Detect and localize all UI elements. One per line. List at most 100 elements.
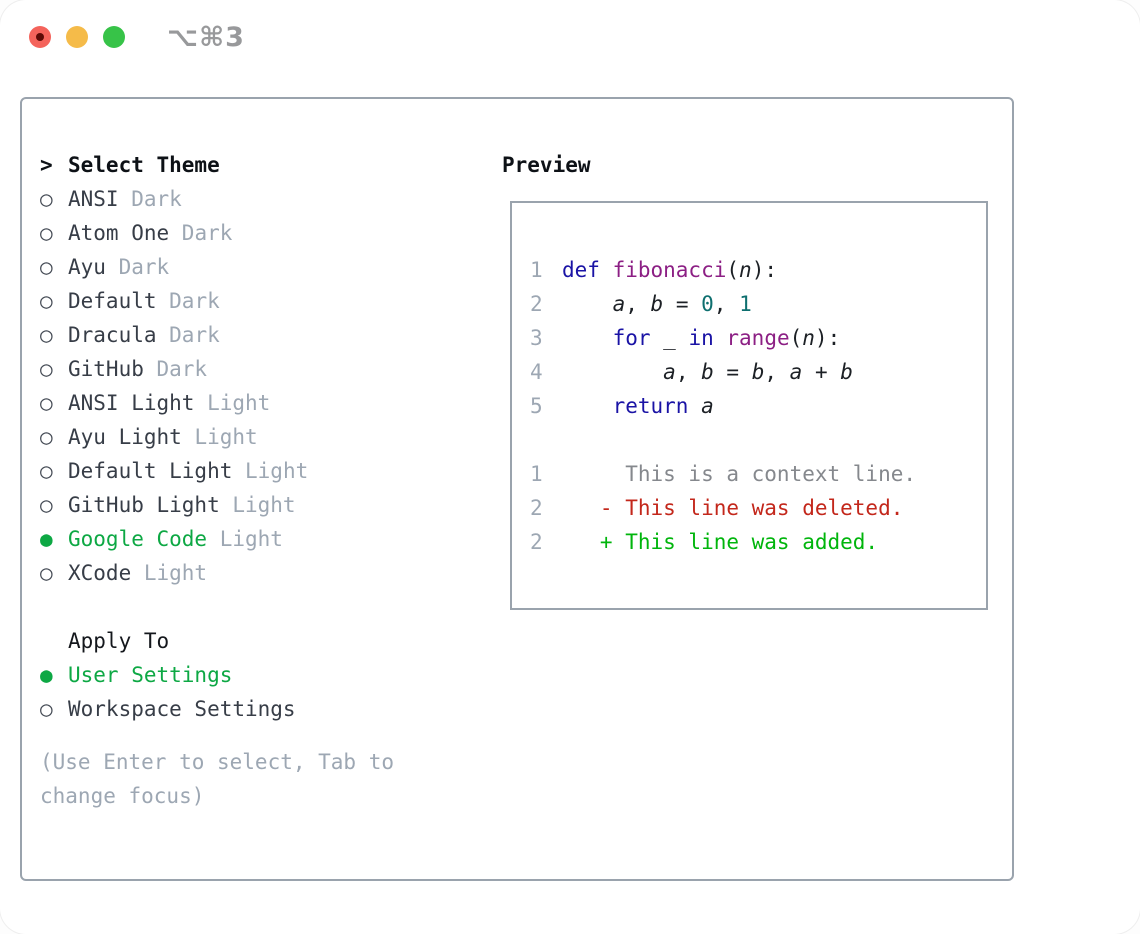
variant-label: Light — [131, 561, 208, 585]
variant-label: Light — [194, 391, 271, 415]
code-segment-pl: , — [625, 292, 651, 316]
code-segment-kw: in — [675, 326, 727, 350]
code-segment-va: n — [802, 326, 815, 350]
code-segment-va: b — [751, 360, 765, 384]
theme-option-default-light[interactable]: ○ Default Light Light — [40, 454, 308, 488]
radio-icon: ○ — [40, 425, 53, 449]
theme-option-ayu-light[interactable]: ○Ayu Light Light — [40, 420, 308, 454]
code-segment-va: a — [701, 394, 714, 418]
theme-option-atom-one[interactable]: ○ Atom One Dark — [40, 216, 308, 250]
code-segment-ctx: This is a context line. — [562, 462, 917, 486]
code-line: 2 - This line was deleted. — [530, 491, 986, 525]
code-segment-pl — [562, 360, 663, 384]
code-line: 5 return a — [530, 389, 986, 423]
radio-icon: ○ — [40, 459, 53, 483]
code-segment-pl: ): — [751, 258, 777, 282]
code-segment-lit: 1 — [739, 292, 752, 316]
code-segment-fn: fibonacci — [612, 258, 727, 282]
line-number: 1 — [530, 462, 543, 486]
close-dot-icon — [36, 33, 44, 41]
theme-option-ansi[interactable]: ○ANSI Dark — [40, 182, 308, 216]
radio-icon: ○ — [40, 289, 53, 313]
code-segment-kw: def — [562, 258, 613, 282]
bullet-spacer — [40, 624, 68, 658]
prompt-icon: > — [40, 153, 53, 177]
radio-icon: ○ — [40, 187, 53, 211]
theme-option-xcode[interactable]: ○XCode Light — [40, 556, 308, 590]
item-label: GitHub Light — [68, 493, 220, 517]
theme-option-ansi-light[interactable]: ○ ANSI Light Light — [40, 386, 308, 420]
variant-label: Light — [207, 527, 283, 551]
code-segment-va: a — [663, 360, 676, 384]
item-label: Workspace Settings — [68, 697, 296, 721]
item-label: User Settings — [68, 663, 233, 687]
select-theme-header: >Select Theme — [40, 148, 308, 182]
code-segment-del: - This line was deleted. — [562, 496, 904, 520]
line-number: 2 — [530, 292, 543, 316]
theme-list: >Select Theme○ANSI Dark○Atom One Dark○Ay… — [40, 148, 308, 726]
code-segment-va: a — [612, 292, 626, 316]
code-segment-add: + This line was added. — [562, 530, 879, 554]
item-label: Dracula — [68, 323, 157, 347]
radio-icon: ○ — [40, 323, 53, 347]
code-segment-pl: ( — [789, 326, 803, 350]
code-segment-va: b — [840, 360, 853, 384]
code-segment-va: _ — [663, 326, 676, 350]
code-segment-pl — [562, 394, 613, 418]
theme-option-github[interactable]: ○GitHub Dark — [40, 352, 308, 386]
title-bar: ⌥⌘3 — [0, 0, 1140, 74]
code-segment-va: a — [789, 360, 803, 384]
radio-selected-icon: ● — [40, 663, 53, 687]
radio-icon: ○ — [40, 697, 53, 721]
radio-icon: ○ — [40, 391, 53, 415]
theme-option-ayu[interactable]: ○Ayu Dark — [40, 250, 308, 284]
close-button[interactable] — [29, 26, 51, 48]
code-segment-va: n — [739, 258, 752, 282]
item-label: Google Code — [68, 527, 208, 551]
code-segment-pl: = — [663, 292, 702, 316]
code-segment-va: b — [650, 292, 664, 316]
item-label: Atom One — [68, 221, 170, 245]
radio-icon: ○ — [40, 357, 53, 381]
code-segment-pl: ): — [814, 326, 841, 350]
item-label: ANSI Light — [68, 391, 195, 415]
code-segment-kw: return — [612, 394, 702, 418]
code-segment-pl: , — [713, 292, 740, 316]
variant-label: Dark — [156, 289, 220, 313]
code-segment-pl: + — [802, 360, 841, 384]
apply-to-header: Apply To — [40, 624, 308, 658]
variant-label: Light — [219, 493, 296, 517]
zoom-button[interactable] — [103, 26, 125, 48]
variant-label: Dark — [156, 323, 220, 347]
theme-option-github-light[interactable]: ○GitHub Light Light — [40, 488, 308, 522]
theme-option-default[interactable]: ○Default Dark — [40, 284, 308, 318]
preview-title: Preview — [502, 153, 591, 177]
item-label: GitHub — [68, 357, 144, 381]
variant-label: Dark — [105, 255, 170, 279]
code-segment-pl: , — [675, 360, 702, 384]
line-number: 5 — [530, 394, 543, 418]
item-label: XCode — [68, 561, 132, 585]
variant-label: Light — [232, 459, 309, 483]
apply-option-user-settings[interactable]: ● User Settings — [40, 658, 308, 692]
line-number: 3 — [530, 326, 543, 350]
minimize-button[interactable] — [66, 26, 88, 48]
theme-option-google-code[interactable]: ●Google Code Light — [40, 522, 308, 556]
spacer — [40, 590, 308, 624]
variant-label: Dark — [118, 187, 182, 211]
code-segment-fn: range — [726, 326, 790, 350]
code-line: 2 a, b = 0, 1 — [530, 287, 986, 321]
code-segment-pl — [562, 326, 613, 350]
line-number: 2 — [530, 496, 543, 520]
apply-option-workspace-settings[interactable]: ○ Workspace Settings — [40, 692, 308, 726]
variant-label: Dark — [169, 221, 233, 245]
theme-selector-panel: >Select Theme○ANSI Dark○Atom One Dark○Ay… — [20, 97, 1014, 881]
item-label: Default Light — [68, 459, 233, 483]
radio-icon: ○ — [40, 221, 53, 245]
code-segment-pl: , — [764, 360, 790, 384]
theme-option-dracula[interactable]: ○ Dracula Dark — [40, 318, 308, 352]
item-label: Ayu Light — [68, 425, 182, 449]
